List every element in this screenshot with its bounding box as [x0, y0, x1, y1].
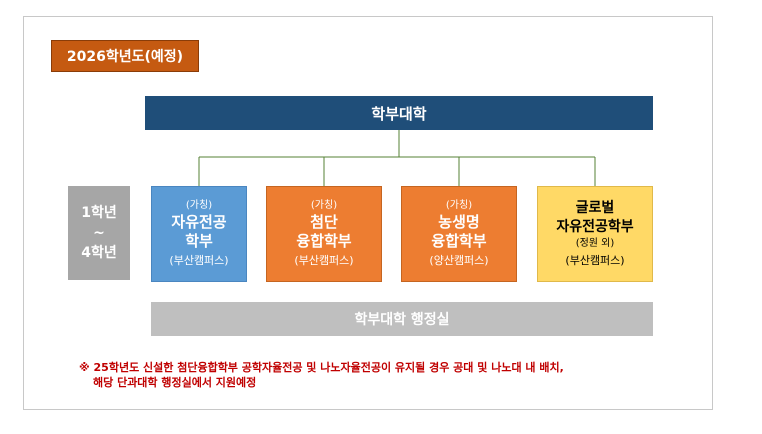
program-name-line1: 농생명: [438, 213, 480, 231]
program-quota-note: (정원 외): [575, 238, 615, 249]
footnote: ※ 25학년도 신설한 첨단융합학부 공학자율전공 및 나노자율전공이 유지될 …: [79, 360, 564, 390]
admin-office-bar: 학부대학 행정실: [151, 302, 653, 336]
program-box-liberal-major: (가칭) 자유전공 학부 (부산캠퍼스): [151, 186, 247, 282]
program-name-line2: 융합학부: [431, 232, 487, 250]
undergraduate-college-bar: 학부대학: [145, 96, 653, 130]
program-campus: (부산캠퍼스): [565, 254, 625, 267]
year-range-end: 4학년: [81, 245, 117, 261]
year-badge-label: 2026학년도(예정): [66, 49, 184, 65]
year-range-start: 1학년: [81, 205, 117, 221]
undergraduate-college-label: 학부대학: [371, 104, 427, 123]
program-box-agri-life-convergence: (가칭) 농생명 융합학부 (양산캠퍼스): [401, 186, 517, 282]
program-box-global-liberal-major: 글로벌 자유전공학부 (정원 외) (부산캠퍼스): [537, 186, 653, 282]
program-campus: (부산캠퍼스): [169, 254, 229, 267]
program-name-line1: 글로벌: [575, 200, 615, 216]
program-name-line1: 첨단: [310, 213, 338, 231]
footnote-line1: ※ 25학년도 신설한 첨단융합학부 공학자율전공 및 나노자율전공이 유지될 …: [79, 361, 564, 374]
program-campus: (양산캠퍼스): [429, 254, 489, 267]
program-tentative-label: (가칭): [310, 200, 338, 211]
program-campus: (부산캠퍼스): [294, 254, 354, 267]
program-box-advanced-convergence: (가칭) 첨단 융합학부 (부산캠퍼스): [266, 186, 382, 282]
program-name-line2: 학부: [185, 232, 213, 250]
year-badge: 2026학년도(예정): [51, 40, 199, 72]
program-name-line2: 융합학부: [296, 232, 352, 250]
admin-office-label: 학부대학 행정실: [354, 312, 450, 328]
program-tentative-label: (가칭): [445, 200, 473, 211]
program-tentative-label: (가칭): [185, 200, 213, 211]
year-range-box: 1학년 ~ 4학년: [68, 186, 130, 280]
footnote-line2: 해당 단과대학 행정실에서 지원예정: [93, 376, 257, 389]
year-range-separator: ~: [93, 225, 105, 241]
program-name-line1: 자유전공: [171, 213, 227, 231]
program-name-line2: 자유전공학부: [556, 219, 634, 235]
